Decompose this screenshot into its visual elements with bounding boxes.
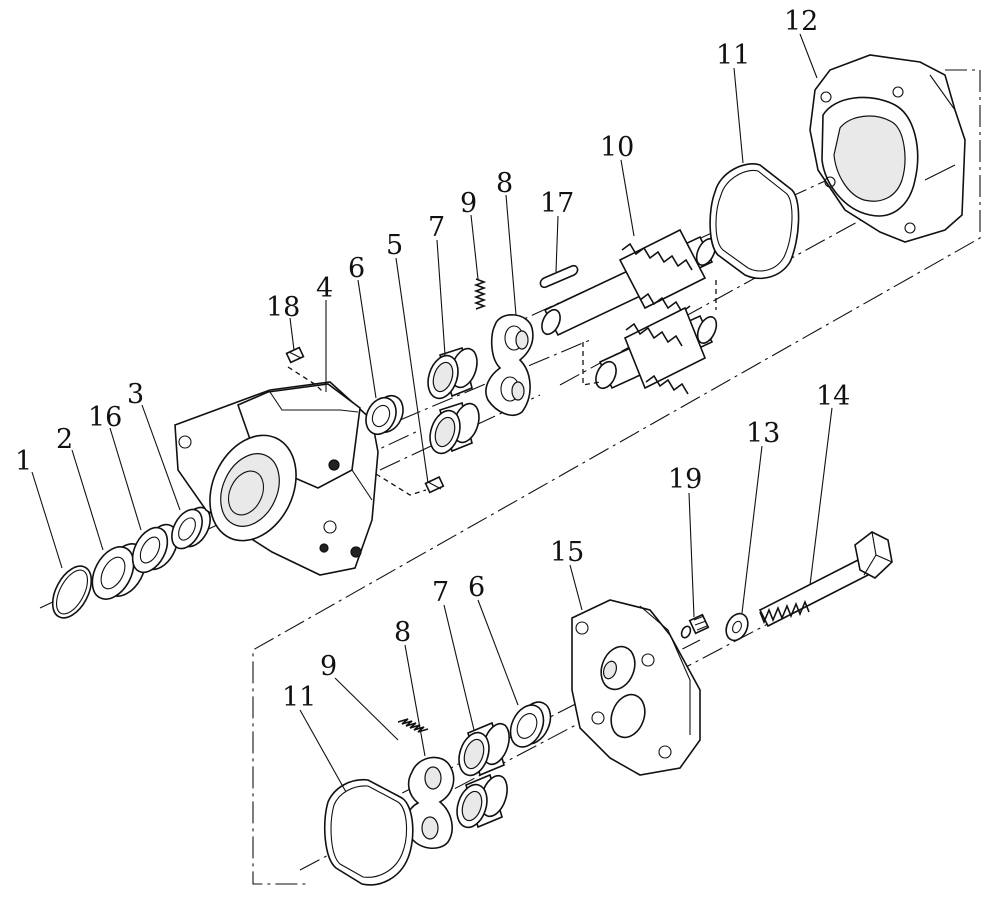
callout-14: 14 (816, 381, 850, 412)
callout-7-lower: 7 (432, 577, 449, 608)
callout-6-upper: 6 (348, 253, 365, 284)
leader-lines (31, 33, 833, 793)
part-19-plug[interactable] (680, 613, 710, 639)
part-18-screw[interactable] (285, 346, 324, 393)
callout-6-lower: 6 (468, 572, 485, 603)
callout-2: 2 (56, 424, 73, 455)
part-11-gasket-lower[interactable] (323, 778, 414, 886)
part-11-gasket-upper[interactable] (709, 163, 800, 279)
callout-9-lower: 9 (320, 651, 337, 682)
callout-1: 1 (15, 446, 32, 477)
part-16-seal[interactable] (125, 519, 184, 578)
part-12-gear-housing[interactable] (809, 54, 966, 243)
part-8-wear-plate-lower[interactable] (405, 756, 455, 849)
part-15-rear-cover[interactable] (571, 599, 701, 776)
part-8-wear-plate-upper[interactable] (485, 314, 534, 416)
part-9-spring-lower[interactable] (397, 718, 429, 733)
part-1-retaining-ring[interactable] (45, 560, 100, 624)
callout-17: 17 (540, 188, 574, 219)
part-10-driven-gear-shaft[interactable] (582, 280, 720, 395)
callout-8-lower: 8 (394, 617, 411, 648)
part-17-key[interactable] (539, 264, 579, 289)
part-13-washer[interactable] (722, 610, 752, 644)
part-7-needle-bearings-upper[interactable] (423, 345, 484, 457)
part-14-bolt[interactable] (758, 531, 893, 628)
callout-8-upper: 8 (496, 168, 513, 199)
part-3-shaft-seal[interactable] (166, 502, 217, 553)
callout-16-upper: 16 (88, 402, 122, 433)
callout-5: 5 (386, 230, 403, 261)
callout-9-upper: 9 (460, 188, 477, 219)
callout-19: 19 (668, 464, 702, 495)
callout-7-upper: 7 (428, 212, 445, 243)
part-6-thrust-washer-upper[interactable] (360, 391, 408, 439)
part-7-needle-bearings-lower[interactable] (452, 720, 514, 831)
callout-12: 12 (784, 6, 818, 37)
callout-15: 15 (550, 537, 584, 568)
part-6-thrust-washer-lower[interactable] (504, 697, 557, 753)
callout-18: 18 (266, 292, 300, 323)
callout-4: 4 (316, 273, 333, 304)
part-4-flange-housing[interactable] (174, 381, 379, 576)
assembly-boundary (252, 69, 981, 885)
callout-13: 13 (746, 418, 780, 449)
callout-11-lower: 11 (282, 682, 316, 713)
callout-10: 10 (600, 132, 634, 163)
part-10-drive-gear-shaft[interactable] (538, 228, 719, 337)
callout-11-upper: 11 (716, 40, 750, 71)
callout-labels: 1 2 16 3 4 18 6 5 7 9 8 17 10 11 12 14 1… (15, 6, 850, 713)
part-5-screw[interactable] (375, 473, 445, 496)
part-9-spring-upper[interactable] (473, 278, 487, 310)
callout-3: 3 (127, 379, 144, 410)
